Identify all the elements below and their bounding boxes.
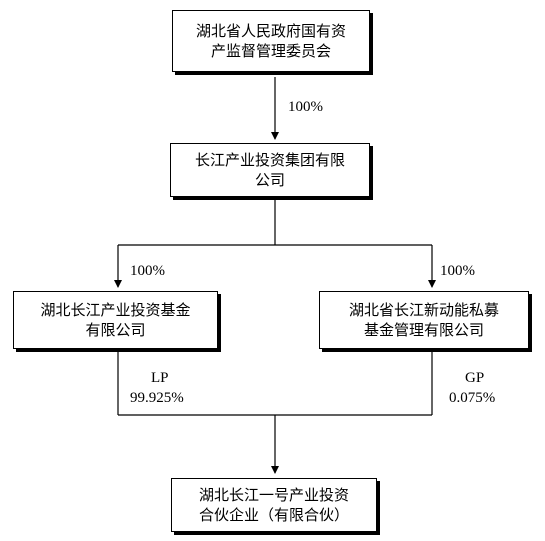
node-manager: 湖北省长江新动能私募 基金管理有限公司 (319, 291, 529, 349)
node-sasac-line2: 产监督管理委员会 (210, 42, 331, 60)
label-group-fund-share: 100% (130, 263, 165, 279)
node-sasac: 湖北省人民政府国有资 产监督管理委员会 (172, 10, 370, 72)
node-partnership-line2: 合伙企业（有限合伙） (198, 506, 349, 524)
node-group-line1: 长江产业投资集团有限 (194, 151, 345, 169)
node-partnership: 湖北长江一号产业投资 合伙企业（有限合伙） (171, 478, 377, 532)
node-partnership-line1: 湖北长江一号产业投资 (198, 486, 349, 504)
node-fund-line2: 有限公司 (85, 321, 146, 339)
label-manager-role: GP (465, 370, 485, 386)
node-fund-line1: 湖北长江产业投资基金 (40, 301, 191, 319)
label-group-manager-share: 100% (440, 263, 475, 279)
label-manager-share: 0.075% (449, 390, 496, 406)
node-manager-line2: 基金管理有限公司 (363, 321, 484, 339)
node-group-line2: 公司 (254, 171, 285, 189)
label-fund-role: LP (151, 370, 169, 386)
node-group: 长江产业投资集团有限 公司 (170, 143, 370, 197)
node-sasac-line1: 湖北省人民政府国有资 (195, 22, 346, 40)
label-fund-share: 99.925% (130, 390, 184, 406)
label-sasac-group-share: 100% (288, 99, 323, 115)
node-manager-line1: 湖北省长江新动能私募 (348, 301, 499, 319)
node-fund: 湖北长江产业投资基金 有限公司 (13, 291, 218, 349)
